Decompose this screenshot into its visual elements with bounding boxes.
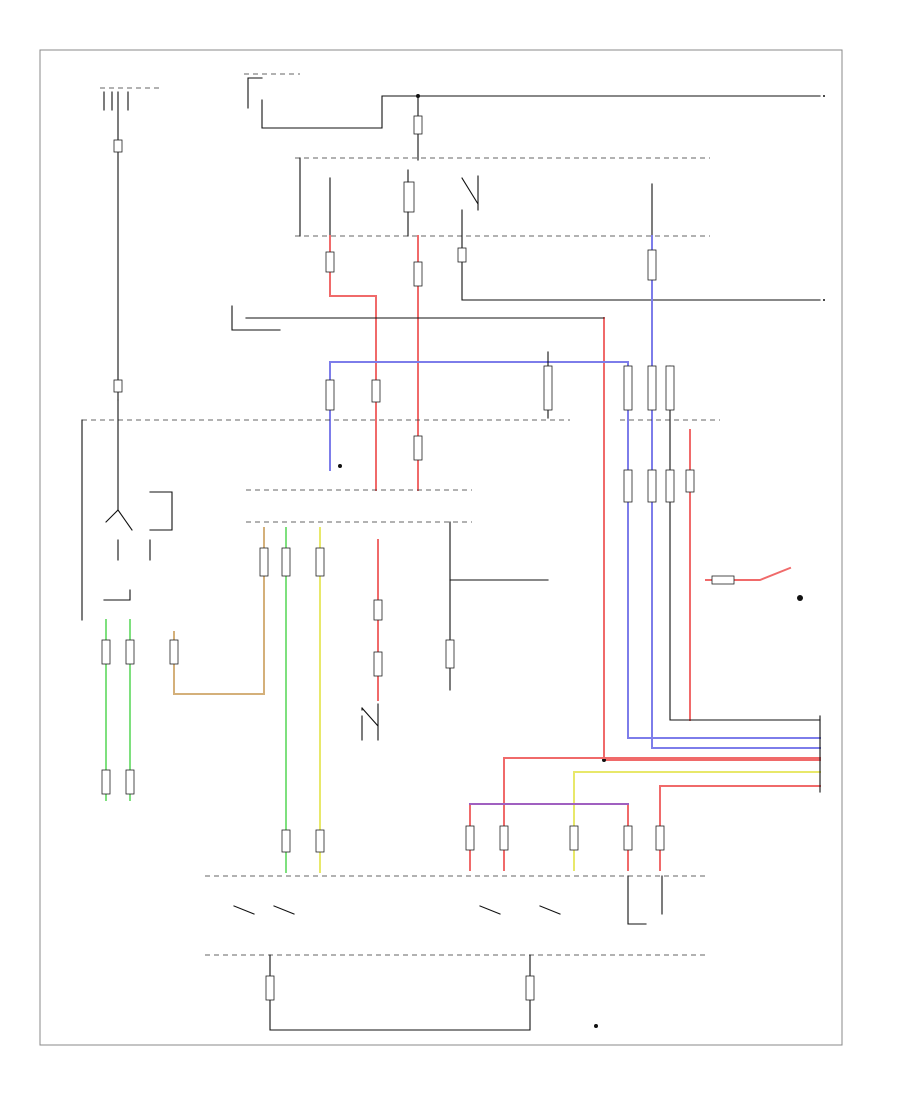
- bottom-switch-bank: [205, 875, 708, 1031]
- right-terminals: [819, 95, 825, 793]
- top-fuse-block: [100, 73, 821, 401]
- left-relay: [101, 399, 173, 801]
- control-unit: [246, 464, 549, 691]
- fuse-relay-box: [295, 157, 821, 301]
- harness-lines: [81, 305, 720, 621]
- blue-wires: [325, 235, 821, 749]
- red-wires: [325, 235, 821, 871]
- diagram-border: [39, 49, 843, 1046]
- control-unit-outputs: [169, 527, 821, 873]
- center-switch: [361, 703, 379, 741]
